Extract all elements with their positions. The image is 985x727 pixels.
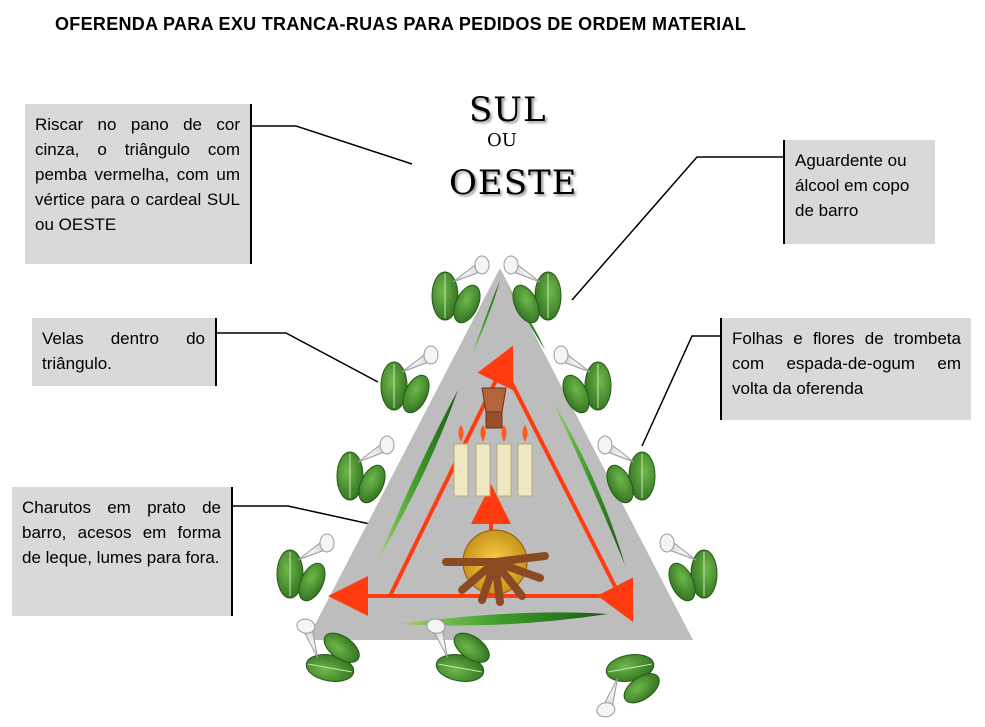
flame [522, 425, 528, 442]
candle [475, 443, 491, 497]
candle [496, 443, 512, 497]
flame [458, 425, 464, 442]
connector-charutos [233, 505, 371, 525]
callout-connectors [217, 125, 783, 525]
connector-riscar [252, 125, 413, 165]
page-title: OFERENDA PARA EXU TRANCA-RUAS PARA PEDID… [55, 14, 747, 34]
cardinal-oeste-label: OESTE [449, 163, 578, 203]
callout-charutos: Charutos em prato de barro, acesos em fo… [12, 487, 233, 616]
cardinal-sul-label: SUL [469, 90, 547, 130]
cigar-plate [442, 529, 549, 606]
callout-aguardente: Aguardente ou álcool em copo de barro [783, 140, 935, 244]
cigars [442, 552, 549, 606]
clay-cup [481, 387, 507, 429]
callout-folhas: Folhas e flores de trombeta com espada-d… [720, 318, 971, 420]
flame [480, 425, 486, 442]
callout-velas: Velas dentro do triângulo. [32, 318, 217, 386]
candle [453, 443, 469, 497]
flame [501, 425, 507, 442]
connector-folhas [641, 335, 720, 447]
pemba-arrow [498, 359, 634, 623]
cardinal-ou-label: OU [487, 130, 517, 151]
sword-leaf [470, 280, 500, 360]
candles [453, 425, 533, 497]
sword-leaf [378, 390, 458, 560]
connector-aguardente [571, 156, 783, 301]
sword-leaf [400, 612, 608, 626]
callout-riscar: Riscar no pano de cor cinza, o triângulo… [25, 104, 252, 264]
connector-velas [217, 332, 379, 383]
candle [517, 443, 533, 497]
